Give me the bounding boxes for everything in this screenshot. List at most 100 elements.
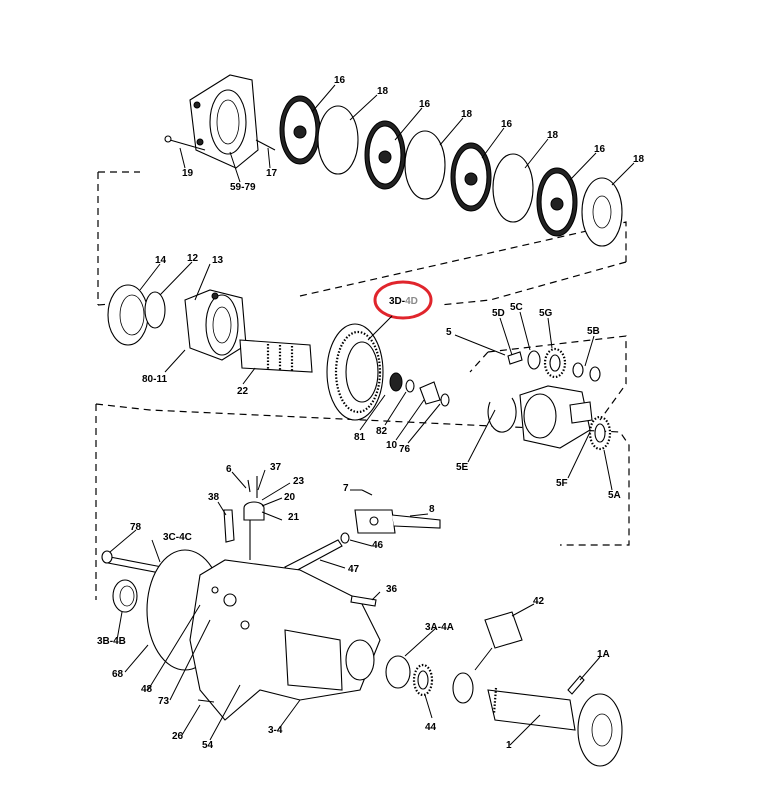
- callout-16: 16: [419, 99, 431, 110]
- clutch-housing: [189, 74, 259, 169]
- callout-21: 21: [288, 512, 300, 523]
- callout-78: 78: [130, 522, 142, 533]
- callout-3D-prefix: 3D-: [389, 296, 405, 307]
- pin-5D: [507, 351, 523, 365]
- callout-20: 20: [284, 492, 296, 503]
- callout-5G: 5G: [539, 308, 553, 319]
- callout-10: 10: [386, 440, 398, 451]
- pin-17: [255, 139, 276, 151]
- steel-plate-18-c: [492, 153, 534, 223]
- main-housing-3-4: [189, 559, 381, 721]
- shift-pins-6-37: [247, 476, 258, 498]
- bolt-19: [164, 135, 206, 151]
- callout-5F: 5F: [556, 478, 568, 489]
- planet-carrier-5: [519, 385, 593, 449]
- output-shaft-1: [487, 687, 623, 767]
- seal-3B-4B: [112, 579, 138, 613]
- bolt-1A: [567, 675, 585, 695]
- callout-5D: 5D: [492, 308, 505, 319]
- snap-ring-5E: [487, 397, 517, 433]
- bearing-cone-44: [412, 663, 434, 697]
- callout-13: 13: [212, 255, 224, 266]
- bolt-26: [197, 699, 215, 703]
- seal-42: [452, 611, 523, 704]
- callout-8: 8: [429, 504, 435, 515]
- bolt-3C-4C: [101, 550, 163, 574]
- callout-1: 1: [506, 740, 512, 751]
- callout-18: 18: [377, 86, 389, 97]
- callout-4D-suffix: 4D: [405, 296, 418, 307]
- callout-23: 23: [293, 476, 305, 487]
- callout-82: 82: [376, 426, 388, 437]
- callout-3B-4B: 3B-4B: [97, 636, 126, 647]
- clutch-pack-boundary: [97, 171, 627, 306]
- bolt-36: [350, 595, 377, 607]
- sun-gear-5F-5A: [588, 415, 612, 451]
- callout-16: 16: [594, 144, 606, 155]
- callout-5B: 5B: [587, 326, 600, 337]
- callout-7: 7: [343, 483, 349, 494]
- callout-22: 22: [237, 386, 249, 397]
- bearing-82: [405, 379, 415, 393]
- callout-17: 17: [266, 168, 278, 179]
- callout-18: 18: [547, 130, 559, 141]
- callout-76: 76: [399, 444, 411, 455]
- callout-73: 73: [158, 696, 170, 707]
- housing-boundary: [95, 403, 630, 600]
- callout-16: 16: [501, 119, 513, 130]
- shift-block-8: [354, 509, 441, 534]
- friction-disc-16-b: [364, 120, 406, 190]
- callout-19: 19: [182, 168, 194, 179]
- ring-gear-3D-4D: [326, 323, 384, 421]
- callout-36: 36: [386, 584, 398, 595]
- washer-81: [389, 372, 403, 392]
- leader-lines: [109, 84, 635, 746]
- callout-68: 68: [112, 669, 124, 680]
- callout-12: 12: [187, 253, 199, 264]
- seal-14: [107, 284, 149, 346]
- highlighted-callout[interactable]: 3D-4D: [367, 280, 433, 341]
- washer-5B: [572, 362, 601, 382]
- friction-disc-16-d: [536, 167, 578, 237]
- callout-3D-4D-leader: [367, 315, 393, 341]
- callout-81: 81: [354, 432, 366, 443]
- bearing-cup-3A-4A: [385, 655, 411, 689]
- plate-10: [419, 381, 441, 405]
- steel-plate-18-d: [581, 177, 623, 247]
- callout-3A-4A: 3A-4A: [425, 622, 454, 633]
- callout-3-4: 3-4: [268, 725, 283, 736]
- callout-42: 42: [533, 596, 545, 607]
- cap-20-21: [243, 501, 265, 560]
- callout-80-11: 80-11: [142, 374, 167, 385]
- callout-47: 47: [348, 564, 360, 575]
- callout-5: 5: [446, 327, 452, 338]
- washer-5C: [527, 350, 541, 370]
- callout-5A: 5A: [608, 490, 621, 501]
- callout-16: 16: [334, 75, 346, 86]
- friction-disc-16-c: [450, 142, 492, 212]
- callout-54: 54: [202, 740, 214, 751]
- callout-1A: 1A: [597, 649, 610, 660]
- callout-44: 44: [425, 722, 437, 733]
- pin-7: [361, 489, 373, 496]
- highlight-ring: [373, 280, 433, 320]
- callout-labels: 16 18 16 18 16 18 16 18 19 59-79 17 14 1…: [97, 75, 645, 751]
- callout-59-79: 59-79: [230, 182, 256, 193]
- o-ring-46: [340, 532, 350, 544]
- callout-46: 46: [372, 540, 384, 551]
- callout-18: 18: [633, 154, 645, 165]
- callout-18: 18: [461, 109, 473, 120]
- steel-plate-18-a: [317, 105, 359, 175]
- bearing-12: [144, 291, 166, 329]
- callout-5E: 5E: [456, 462, 469, 473]
- callout-38: 38: [208, 492, 220, 503]
- callout-3D-4D: 3D-4D: [389, 296, 418, 307]
- callout-37: 37: [270, 462, 282, 473]
- callout-14: 14: [155, 255, 167, 266]
- input-shaft-22: [239, 339, 313, 373]
- breather-38: [223, 509, 235, 543]
- callout-5C: 5C: [510, 302, 523, 313]
- planet-gear-5G: [543, 347, 567, 379]
- friction-disc-16-a: [279, 95, 321, 165]
